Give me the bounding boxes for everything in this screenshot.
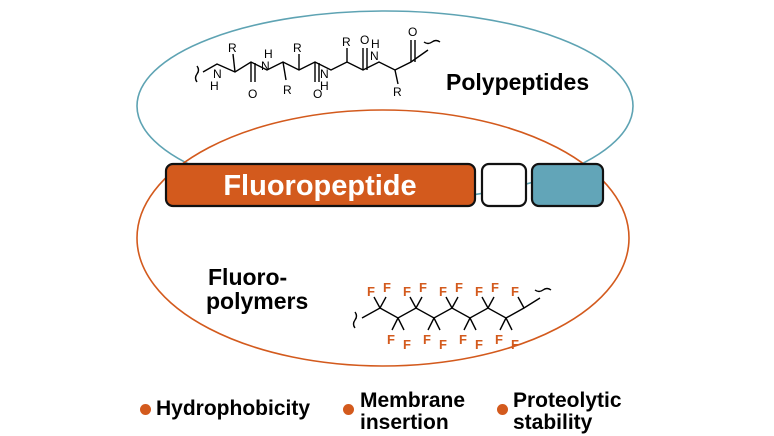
o-atom: O bbox=[313, 87, 322, 101]
peptide-structure: R R R R R H H H H N N N N O O O O bbox=[194, 25, 441, 101]
bullet-icon bbox=[497, 404, 508, 415]
f-atom: F bbox=[419, 280, 427, 295]
f-atom: F bbox=[367, 284, 375, 299]
end-segment bbox=[530, 162, 605, 208]
h-atom: H bbox=[210, 79, 219, 93]
middle-segment bbox=[480, 162, 528, 208]
fluoropeptide-label: Fluoropeptide bbox=[223, 170, 416, 202]
r-atom: R bbox=[393, 85, 402, 99]
polypeptides-label: Polypeptides bbox=[446, 69, 589, 95]
f-atom: F bbox=[403, 284, 411, 299]
f-atom: F bbox=[475, 337, 483, 352]
property-label: Proteolytic bbox=[513, 389, 622, 412]
f-atom: F bbox=[511, 284, 519, 299]
n-atom: N bbox=[213, 67, 222, 81]
f-atom: F bbox=[387, 332, 395, 347]
f-atom: F bbox=[455, 280, 463, 295]
fluoropeptide-bar: Fluoropeptide bbox=[164, 162, 605, 208]
property-membrane-insertion: Membrane insertion bbox=[360, 390, 465, 434]
property-label: Hydrophobicity bbox=[156, 397, 311, 420]
f-atom: F bbox=[439, 284, 447, 299]
n-atom: N bbox=[370, 49, 379, 63]
fluoropolymers-label-line2: polymers bbox=[206, 288, 308, 314]
f-atom: F bbox=[475, 284, 483, 299]
f-atom: F bbox=[383, 280, 391, 295]
o-atom: O bbox=[408, 25, 417, 39]
bullet-icon bbox=[140, 404, 151, 415]
property-label: insertion bbox=[360, 411, 449, 434]
fluoropolymers-ellipse bbox=[136, 109, 630, 367]
property-label: Membrane bbox=[360, 389, 466, 412]
r-atom: R bbox=[228, 41, 237, 55]
fluoropeptide-segment bbox=[164, 162, 477, 208]
property-proteolytic-stability: Proteolytic stability bbox=[513, 390, 622, 434]
bullet-icon bbox=[343, 404, 354, 415]
r-atom: R bbox=[283, 83, 292, 97]
f-atom: F bbox=[495, 332, 503, 347]
f-atom: F bbox=[491, 280, 499, 295]
fluoropolymers-label-line1: Fluoro- bbox=[208, 264, 287, 290]
o-atom: O bbox=[248, 87, 257, 101]
f-atom: F bbox=[511, 337, 519, 352]
property-label: stability bbox=[513, 411, 593, 434]
r-atom: R bbox=[293, 41, 302, 55]
o-atom: O bbox=[360, 33, 369, 47]
h-atom: H bbox=[264, 47, 273, 61]
f-atom: F bbox=[423, 332, 431, 347]
f-atom: F bbox=[439, 337, 447, 352]
r-atom: R bbox=[342, 35, 351, 49]
h-atom: H bbox=[371, 37, 380, 51]
fluoropolymer-structure: F F F F F F F F F F F F F F F F F bbox=[352, 280, 552, 352]
n-atom: N bbox=[261, 59, 270, 73]
n-atom: N bbox=[320, 67, 329, 81]
h-atom: H bbox=[320, 79, 329, 93]
f-atom: F bbox=[403, 337, 411, 352]
property-hydrophobicity: Hydrophobicity bbox=[156, 398, 310, 420]
f-atom: F bbox=[459, 332, 467, 347]
